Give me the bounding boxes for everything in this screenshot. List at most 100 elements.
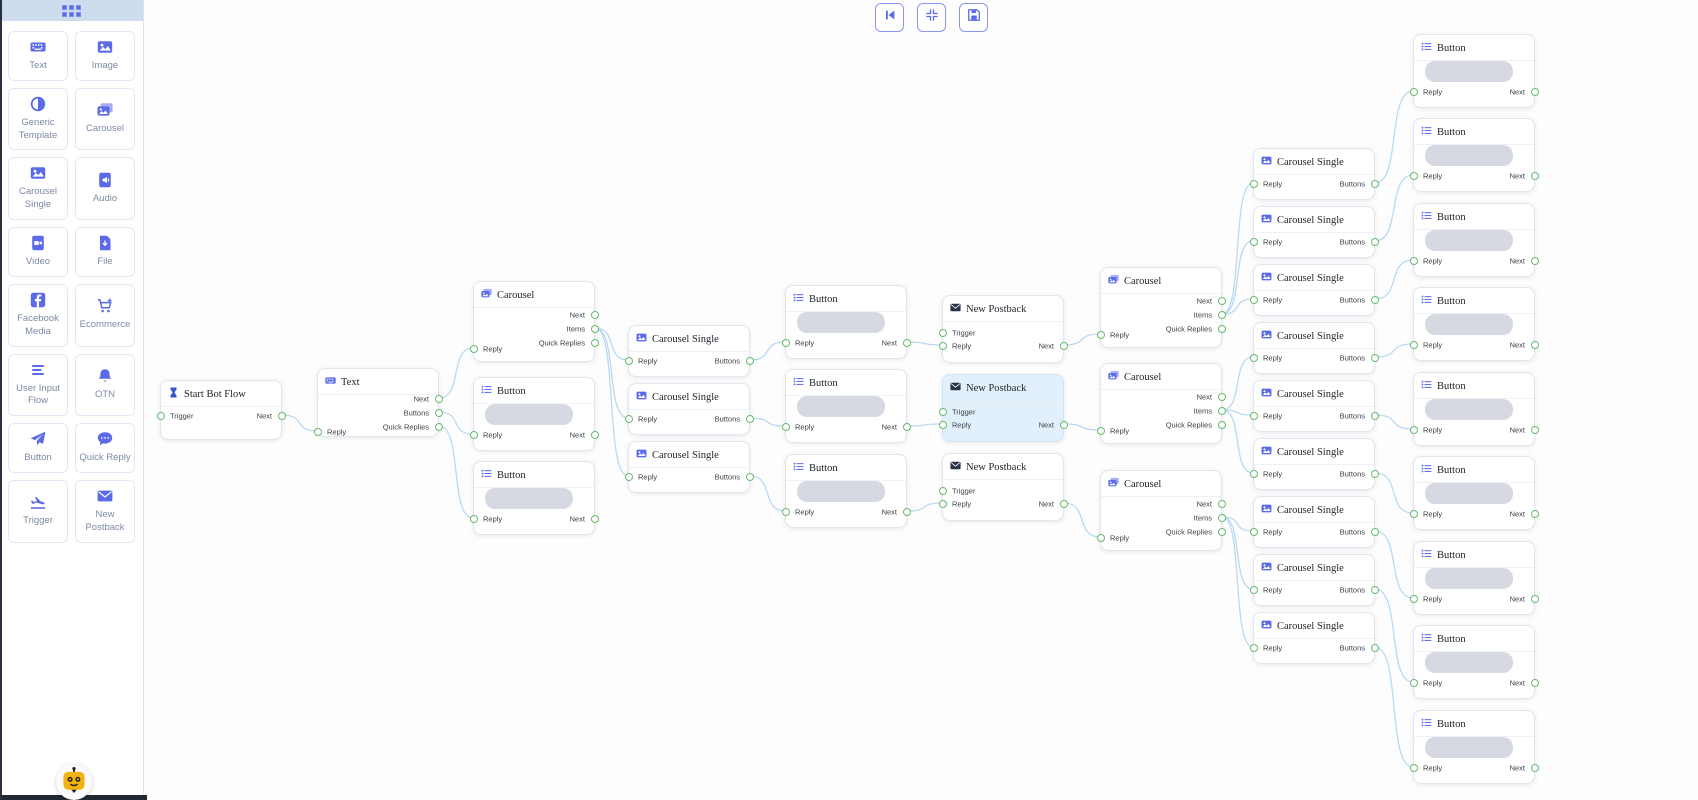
port-reply[interactable] bbox=[1096, 534, 1105, 542]
port-reply[interactable] bbox=[1249, 296, 1258, 304]
port-next[interactable] bbox=[1530, 172, 1539, 180]
port-items[interactable] bbox=[590, 325, 599, 333]
port-reply[interactable] bbox=[938, 500, 947, 508]
port-reply[interactable] bbox=[1249, 354, 1258, 362]
port-quick-replies[interactable] bbox=[1217, 325, 1226, 333]
port-reply[interactable] bbox=[469, 431, 478, 439]
port-buttons[interactable] bbox=[745, 415, 754, 423]
port-reply[interactable] bbox=[781, 508, 790, 516]
port-next[interactable] bbox=[1530, 341, 1539, 349]
sidebar-item-user-input-flow[interactable]: User Input Flow bbox=[8, 353, 68, 417]
port-next[interactable] bbox=[590, 311, 599, 319]
sidebar-item-otn[interactable]: OTN bbox=[75, 353, 135, 417]
port-quick-replies[interactable] bbox=[590, 339, 599, 347]
port-next[interactable] bbox=[1530, 426, 1539, 434]
sidebar-item-generic-template[interactable]: Generic Template bbox=[8, 87, 68, 151]
port-reply[interactable] bbox=[313, 428, 322, 436]
port-next[interactable] bbox=[902, 339, 911, 347]
sidebar-item-carousel-single[interactable]: Carousel Single bbox=[8, 157, 68, 221]
port-quick-replies[interactable] bbox=[434, 423, 443, 431]
port-items[interactable] bbox=[1217, 311, 1226, 319]
port-next[interactable] bbox=[902, 423, 911, 431]
port-reply[interactable] bbox=[938, 342, 947, 350]
port-next[interactable] bbox=[277, 412, 286, 420]
sidebar-item-new-postback[interactable]: New Postback bbox=[75, 479, 135, 543]
port-reply[interactable] bbox=[938, 421, 947, 429]
sidebar-item-audio[interactable]: Audio bbox=[75, 157, 135, 221]
port-buttons[interactable] bbox=[745, 357, 754, 365]
port-items[interactable] bbox=[1217, 407, 1226, 415]
sidebar-header[interactable] bbox=[0, 0, 143, 21]
port-next[interactable] bbox=[590, 431, 599, 439]
sidebar-item-trigger[interactable]: Trigger bbox=[8, 479, 68, 543]
port-reply[interactable] bbox=[1409, 341, 1418, 349]
port-trigger[interactable] bbox=[938, 329, 947, 337]
port-buttons[interactable] bbox=[1370, 412, 1379, 420]
port-buttons[interactable] bbox=[1370, 644, 1379, 652]
port-trigger[interactable] bbox=[938, 487, 947, 495]
save-flow-button[interactable] bbox=[959, 3, 988, 32]
port-buttons[interactable] bbox=[1370, 528, 1379, 536]
jump-to-start-button[interactable] bbox=[875, 3, 904, 32]
chatbot-launcher-button[interactable] bbox=[56, 764, 92, 800]
sidebar-item-file[interactable]: File bbox=[75, 227, 135, 277]
port-reply[interactable] bbox=[781, 339, 790, 347]
sidebar-item-ecommerce[interactable]: Ecommerce bbox=[75, 283, 135, 347]
port-reply[interactable] bbox=[1409, 172, 1418, 180]
port-next[interactable] bbox=[1530, 595, 1539, 603]
port-buttons[interactable] bbox=[745, 473, 754, 481]
port-reply[interactable] bbox=[1409, 679, 1418, 687]
port-next[interactable] bbox=[1217, 297, 1226, 305]
port-reply[interactable] bbox=[1096, 331, 1105, 339]
port-next[interactable] bbox=[1059, 421, 1068, 429]
port-buttons[interactable] bbox=[434, 409, 443, 417]
port-quick-replies[interactable] bbox=[1217, 528, 1226, 536]
sidebar-item-video[interactable]: Video bbox=[8, 227, 68, 277]
port-reply[interactable] bbox=[624, 473, 633, 481]
port-reply[interactable] bbox=[1249, 238, 1258, 246]
port-reply[interactable] bbox=[1249, 180, 1258, 188]
port-reply[interactable] bbox=[1096, 427, 1105, 435]
port-reply[interactable] bbox=[469, 515, 478, 523]
port-quick-replies[interactable] bbox=[1217, 421, 1226, 429]
port-reply[interactable] bbox=[1409, 88, 1418, 96]
port-next[interactable] bbox=[1217, 393, 1226, 401]
port-buttons[interactable] bbox=[1370, 180, 1379, 188]
port-next[interactable] bbox=[434, 395, 443, 403]
port-next[interactable] bbox=[590, 515, 599, 523]
port-reply[interactable] bbox=[1409, 595, 1418, 603]
port-next[interactable] bbox=[1059, 342, 1068, 350]
port-buttons[interactable] bbox=[1370, 586, 1379, 594]
port-reply[interactable] bbox=[1409, 764, 1418, 772]
port-buttons[interactable] bbox=[1370, 296, 1379, 304]
port-reply[interactable] bbox=[1249, 528, 1258, 536]
port-next[interactable] bbox=[1059, 500, 1068, 508]
sidebar-item-image[interactable]: Image bbox=[75, 31, 135, 81]
